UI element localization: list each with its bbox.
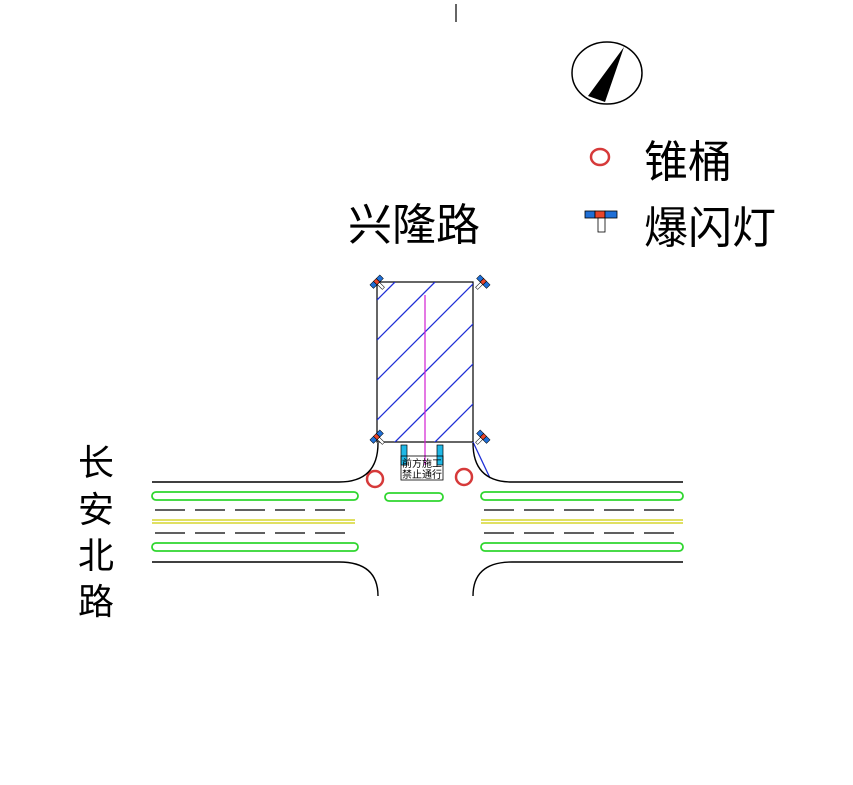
legend-label-cone: 锥桶 [644,137,732,188]
flashing-light-icon [584,210,618,233]
main-road-label: 长 安 北 路 [78,443,114,623]
main-road-char-3: 北 [78,536,114,577]
edge-lines [151,491,684,552]
legend-item-flashing-light: 爆闪灯 [584,203,776,254]
road-curbs [152,442,683,597]
sign-post-left [400,444,408,466]
traffic-cone-icon [454,467,474,487]
main-road-char-2: 安 [78,490,114,531]
flashing-light-icon [475,429,491,445]
work-zone [376,281,491,479]
legend: 锥桶 爆闪灯 [584,137,776,254]
sign-board [400,455,444,481]
work-zone-hatch [377,282,473,442]
north-arrow-icon [571,41,643,105]
legend-label-flashing-light: 爆闪灯 [644,203,776,254]
flashing-light-icon [369,274,385,290]
sign-text-line1: 前方施工 [402,457,442,470]
sign-text-line2: 禁止通行 [402,468,442,481]
median-lines [152,519,683,524]
north-road-label: 兴隆路 [348,200,480,251]
lane-lines [155,509,683,534]
work-zone-taper [472,441,491,479]
warning-sign: 前方施工 禁止通行 [400,444,444,481]
flashing-light-icon [369,429,385,445]
traffic-cone-icon [365,469,385,489]
main-road-char-1: 长 [78,443,114,484]
traffic-cone-icon [589,147,611,167]
sign-post-right [436,444,444,466]
flashing-light-icon [475,274,491,290]
main-road-char-4: 路 [78,582,114,623]
legend-item-cone: 锥桶 [589,137,732,188]
